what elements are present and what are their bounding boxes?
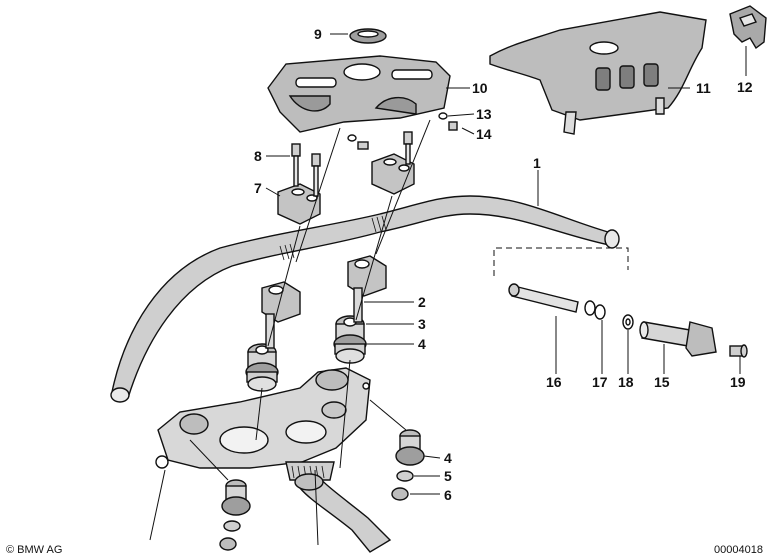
label-part-8: 8	[254, 148, 262, 164]
lower-clamp-left	[261, 281, 301, 349]
upper-clamp-right	[371, 153, 415, 195]
handlebar	[110, 195, 620, 403]
label-part-7: 7	[254, 180, 262, 196]
label-part-4b: 4	[444, 450, 452, 466]
cover-plate	[267, 55, 451, 133]
label-part-11: 11	[696, 80, 711, 96]
rubber-mount-left	[245, 343, 279, 392]
rubber-mount-lower-left	[219, 479, 251, 551]
part-labels: 9 10 13 14 11 12 8 7 1 2 3 4 16 17 18 15…	[254, 26, 753, 503]
upper-clamp-left	[277, 183, 321, 225]
instrument-housing	[489, 11, 707, 135]
label-part-14: 14	[476, 126, 492, 142]
label-part-3: 3	[418, 316, 426, 332]
label-part-13: 13	[476, 106, 492, 122]
rubber-mount-lower-right	[391, 429, 425, 501]
label-part-1: 1	[533, 155, 541, 171]
bar-end-kit	[493, 247, 748, 358]
diagram-id: 00004018	[714, 544, 763, 556]
clip	[729, 5, 767, 50]
label-part-4a: 4	[418, 336, 426, 352]
label-part-12: 12	[737, 79, 753, 95]
label-part-5: 5	[444, 468, 452, 484]
label-part-16: 16	[546, 374, 562, 390]
rubber-mount-right	[333, 315, 367, 364]
triple-clamp	[149, 367, 392, 553]
label-part-10: 10	[472, 80, 488, 96]
label-part-9: 9	[314, 26, 322, 42]
label-part-19: 19	[730, 374, 746, 390]
lower-clamp-right	[347, 255, 387, 323]
assembly-lines	[189, 119, 431, 481]
cap	[349, 28, 387, 44]
leader-lines	[265, 33, 747, 495]
screws-13-14	[347, 112, 458, 150]
bolts	[291, 131, 413, 197]
label-part-15: 15	[654, 374, 670, 390]
copyright-text: © BMW AG	[6, 544, 62, 556]
label-part-2: 2	[418, 294, 426, 310]
label-part-17: 17	[592, 374, 608, 390]
label-part-18: 18	[618, 374, 634, 390]
label-part-6: 6	[444, 487, 452, 503]
